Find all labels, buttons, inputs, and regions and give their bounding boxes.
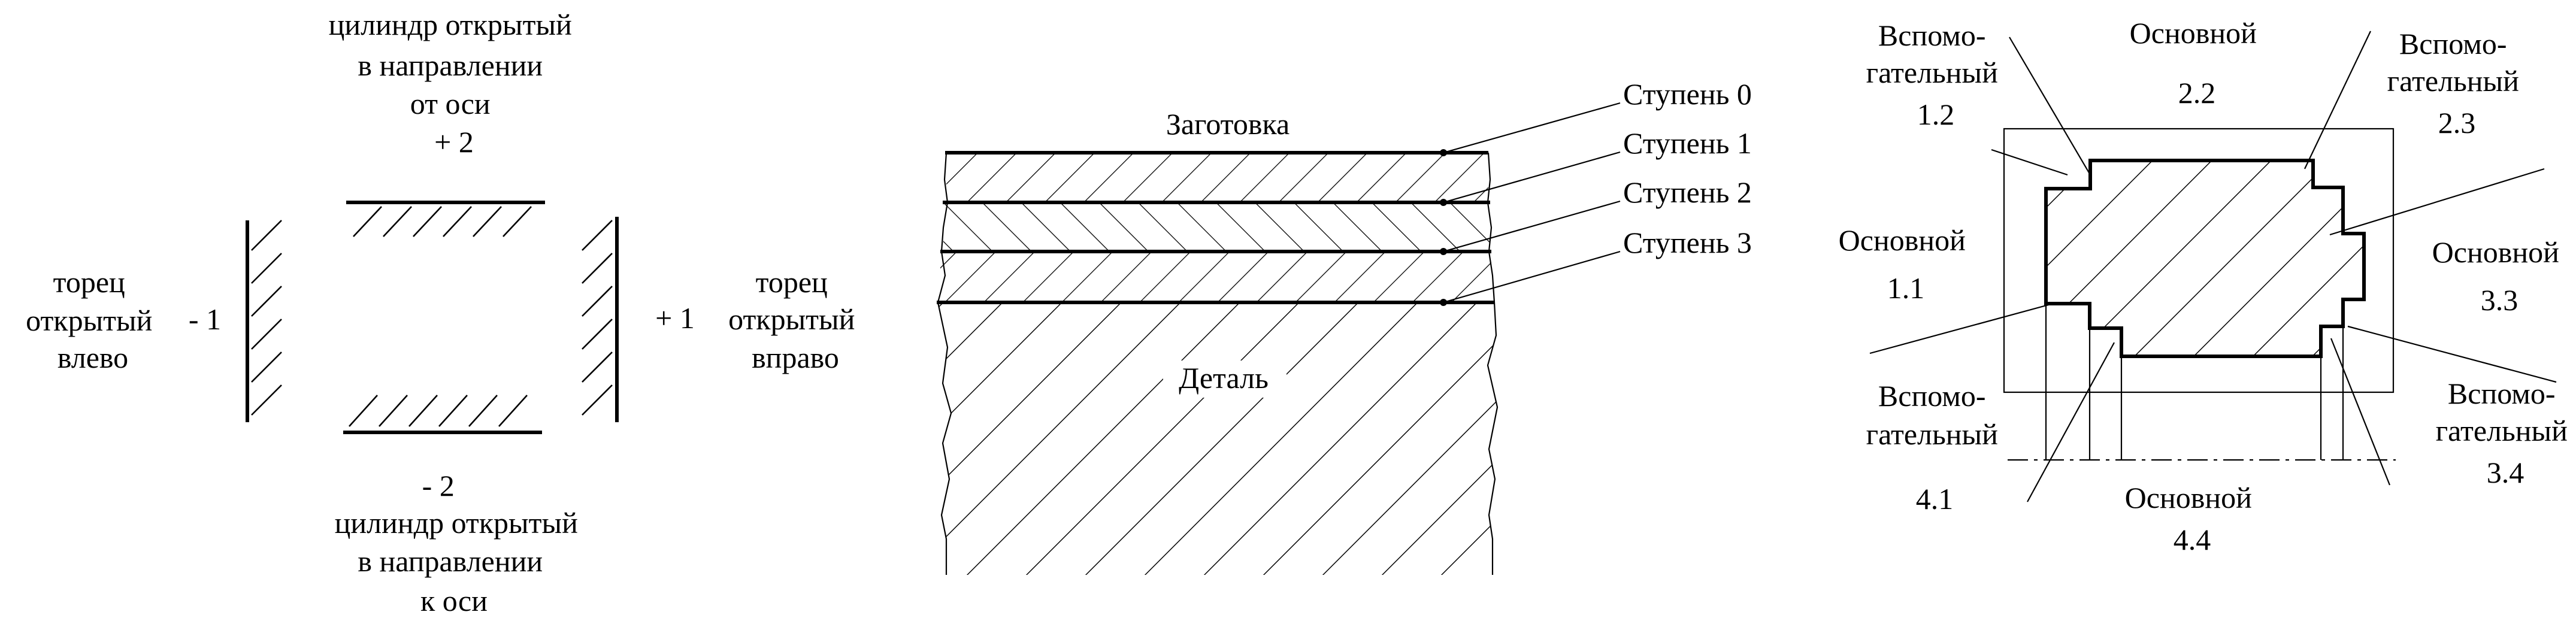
face-left-label: торец открытый влево <box>26 265 160 374</box>
surface-label-4-4: Основной 4.4 <box>2125 481 2260 556</box>
face-left-code: - 1 <box>189 302 221 336</box>
surface-label-2-3: Вспомо- гательный 2.3 <box>2387 27 2527 140</box>
surface-label-4-1: Вспомо- гательный 4.1 <box>1866 379 2006 516</box>
cylinder-to-axis-hatch <box>349 395 528 427</box>
top-label: цилиндр открытый в направлении от оси + … <box>329 8 580 159</box>
surface-label-2-2: Основной 2.2 <box>2130 16 2265 110</box>
step-1-label: Ступень 1 <box>1623 126 1752 160</box>
blank-label: Заготовка <box>1166 107 1289 141</box>
cylinder-from-axis-hatch <box>353 206 532 237</box>
part-label: Деталь <box>1179 361 1269 395</box>
blank-label-bg <box>1148 107 1309 143</box>
surface-label-3-3: Основной 3.3 <box>2432 235 2567 317</box>
step1-layer <box>943 202 1490 252</box>
part-label-bg <box>1163 361 1287 398</box>
step2-layer <box>940 252 1491 302</box>
step-leader-dots <box>1440 149 1447 306</box>
blank-envelope <box>2003 128 2395 393</box>
face-right-label: торец открытый вправо <box>728 265 862 374</box>
part-section-hatch <box>2046 160 2364 356</box>
left-panel: цилиндр открытый в направлении от оси + … <box>26 8 862 617</box>
surface-label-1-2: Вспомо- гательный 1.2 <box>1866 19 2006 131</box>
face-left-hatch <box>251 220 282 416</box>
surface-label-1-1: Основной 1.1 <box>1839 223 1973 305</box>
step-2-label: Ступень 2 <box>1623 175 1752 209</box>
face-right-hatch <box>582 220 613 416</box>
blank-layer <box>946 153 1488 202</box>
middle-panel: Ступень 0 Ступень 1 Ступень 2 Ступень 3 … <box>937 77 1752 575</box>
right-panel: Вспомо- гательный 1.2 Основной 2.2 Вспом… <box>1839 16 2575 556</box>
left-break-line <box>937 152 952 575</box>
step-0-label: Ступень 0 <box>1623 77 1752 111</box>
part-body <box>937 302 1497 575</box>
step-leaders <box>1443 102 1621 304</box>
surface-leaders <box>1869 31 2557 502</box>
projection-lines <box>2045 304 2344 460</box>
surface-label-3-4: Вспомо- гательный 3.4 <box>2436 377 2575 489</box>
face-right-code: + 1 <box>655 301 695 335</box>
step-3-label: Ступень 3 <box>1623 226 1752 259</box>
bottom-label: - 2 цилиндр открытый в направлении к оси <box>335 469 586 617</box>
right-break-line <box>1487 152 1499 575</box>
